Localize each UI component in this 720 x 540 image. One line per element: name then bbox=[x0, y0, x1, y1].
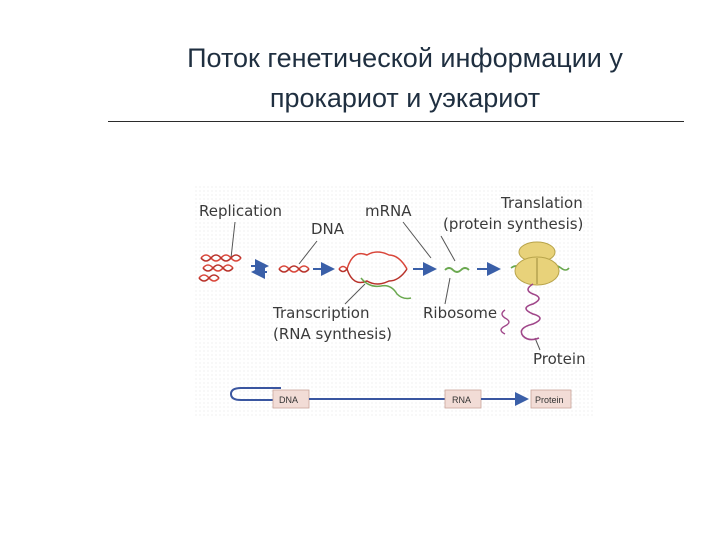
slide-title: Поток генетической информации у прокарио… bbox=[110, 38, 700, 118]
flow-replication-loop bbox=[229, 387, 281, 401]
mrna-strand bbox=[444, 267, 470, 273]
dna-helix-replication bbox=[198, 254, 242, 282]
flow-diagram: DNA RNA Protein bbox=[229, 387, 572, 409]
label-protein: Protein bbox=[533, 350, 586, 368]
label-dna: DNA bbox=[311, 220, 345, 238]
flow-box-rna-label: RNA bbox=[452, 395, 471, 405]
label-mrna: mRNA bbox=[365, 202, 412, 220]
replication-arrows bbox=[251, 259, 269, 279]
protein-chain-2 bbox=[500, 309, 510, 335]
label-translation: Translation bbox=[500, 194, 583, 212]
label-replication: Replication bbox=[199, 202, 282, 220]
slide-title-line-1: Поток генетической информации у bbox=[187, 43, 623, 73]
slide-title-line-2: прокариот и уэкариот bbox=[269, 83, 541, 113]
transcription-bubble bbox=[338, 251, 412, 300]
dna-helix bbox=[278, 265, 310, 273]
label-transcription-sub: (RNA synthesis) bbox=[273, 325, 392, 343]
flow-box-dna-label: DNA bbox=[279, 395, 298, 405]
protein-chain bbox=[520, 283, 541, 341]
dotted-background bbox=[195, 186, 595, 418]
label-ribosome: Ribosome bbox=[423, 304, 497, 322]
flow-box-protein-label: Protein bbox=[535, 395, 564, 405]
label-translation-sub: (protein synthesis) bbox=[443, 215, 583, 233]
leader-lines bbox=[230, 221, 541, 351]
ribosome bbox=[510, 241, 570, 286]
flow-box-protein bbox=[530, 389, 572, 409]
central-dogma-diagram: Replication DNA mRNA Translation (protei… bbox=[195, 186, 595, 418]
title-divider bbox=[108, 121, 684, 122]
label-transcription: Transcription bbox=[272, 304, 369, 322]
